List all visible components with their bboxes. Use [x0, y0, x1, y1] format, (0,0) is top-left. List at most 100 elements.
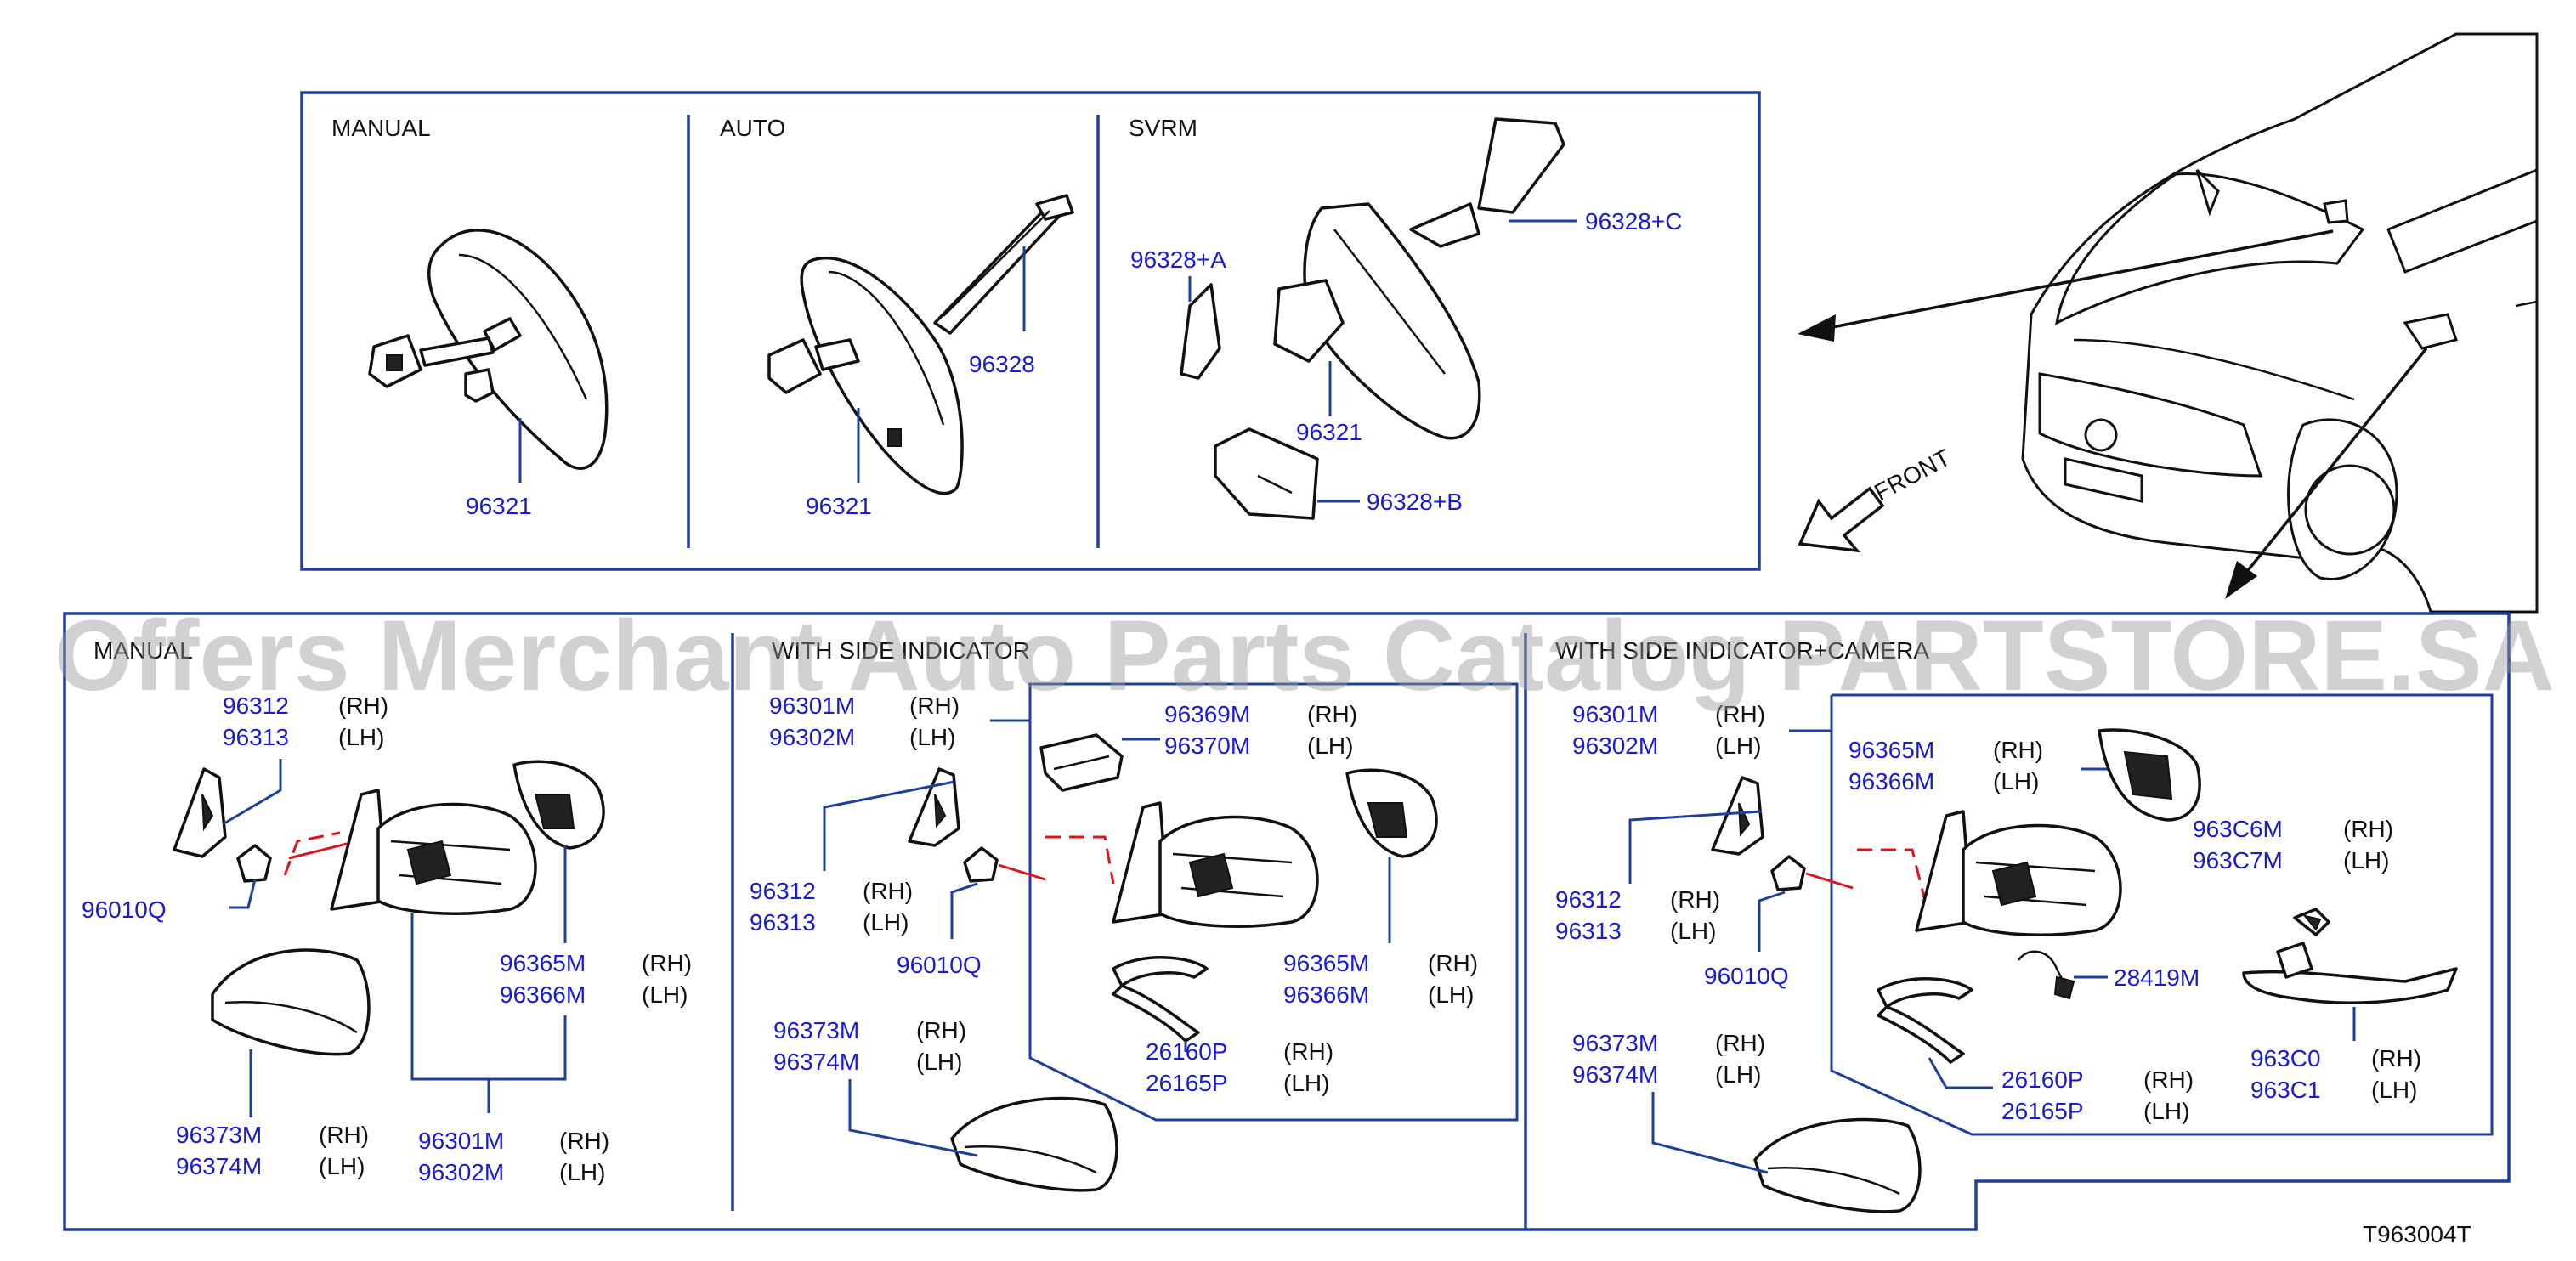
- part-963C1: 963C1: [2250, 1077, 2321, 1103]
- svrm-mirror-drawing: [1180, 117, 1565, 520]
- side-rh: (RH): [559, 1128, 609, 1154]
- part-96313: 96313: [223, 724, 289, 750]
- side-lh: (LH): [863, 909, 909, 936]
- part-96302M: 96302M: [418, 1159, 504, 1185]
- leader-line: [1628, 810, 1763, 884]
- part-96313: 96313: [1555, 918, 1622, 944]
- leader-line: [222, 759, 282, 826]
- manual-inside-mirror-drawing: [368, 229, 609, 470]
- section-title-manual: MANUAL: [331, 115, 431, 141]
- leader-line: [848, 1079, 978, 1157]
- leader-line: [1928, 1057, 1993, 1089]
- leader-line: [1758, 891, 1786, 952]
- part-number-96321-svrm: 96321: [1296, 419, 1362, 445]
- side-rh: (RH): [1307, 701, 1357, 727]
- section-title-auto: AUTO: [720, 115, 785, 141]
- side-rh: (RH): [642, 950, 692, 976]
- part-96365M: 96365M: [1283, 950, 1369, 976]
- side-rh: (RH): [1670, 886, 1720, 913]
- part-number-96328-auto: 96328: [969, 351, 1035, 377]
- part-96374M: 96374M: [176, 1153, 262, 1179]
- front-label: FRONT: [1870, 444, 1955, 506]
- part-963C0: 963C0: [2250, 1045, 2321, 1072]
- part-96365M: 96365M: [500, 950, 586, 976]
- side-rh: (RH): [1283, 1038, 1333, 1065]
- section-title-side-indicator-camera: WITH SIDE INDICATOR+CAMERA: [1555, 637, 1929, 664]
- front-direction-indicator: FRONT: [1798, 444, 1955, 553]
- side-lh: (LH): [1428, 981, 1474, 1008]
- side-lh: (LH): [1307, 732, 1353, 759]
- side-lh: (LH): [559, 1159, 605, 1185]
- part-96301M: 96301M: [769, 693, 855, 719]
- arrow-head: [1798, 314, 1836, 342]
- indicator-subassembly-frame: [1028, 682, 1519, 1122]
- part-number-96328B: 96328+B: [1367, 489, 1463, 515]
- side-lh: (LH): [2143, 1098, 2189, 1124]
- part-96373M: 96373M: [773, 1017, 859, 1043]
- part-963C7M: 963C7M: [2193, 847, 2283, 874]
- camera-subassembly-frame: [1830, 693, 2494, 1136]
- part-26160P: 26160P: [1146, 1038, 1228, 1065]
- part-96369M: 96369M: [1164, 701, 1250, 727]
- diagram-code: T963004T: [2363, 1221, 2471, 1247]
- part-96302M: 96302M: [769, 724, 855, 750]
- side-lh: (LH): [909, 724, 955, 750]
- part-96302M: 96302M: [1572, 732, 1658, 759]
- watermark-text: Offers Merchant Auto Parts Catalog PARTS…: [54, 600, 2555, 712]
- side-lh: (LH): [642, 981, 688, 1008]
- door-mirror-panel: MANUAL WITH SIDE INDICATOR WITH SIDE IND…: [63, 612, 2511, 1231]
- side-lh: (LH): [1993, 768, 2039, 794]
- part-96312: 96312: [1555, 886, 1622, 913]
- side-rh: (RH): [338, 693, 388, 719]
- door-mirror-frame: [63, 612, 2511, 1231]
- part-96301M: 96301M: [1572, 701, 1658, 727]
- inside-mirror-panel: MANUAL AUTO SVRM 96321 96328: [300, 91, 1761, 571]
- side-rh: (RH): [319, 1122, 369, 1148]
- side-lh: (LH): [1715, 732, 1761, 759]
- side-rh: (RH): [1993, 737, 2043, 763]
- side-rh: (RH): [863, 878, 913, 904]
- part-26160P: 26160P: [2001, 1066, 2084, 1093]
- part-26165P: 26165P: [1146, 1070, 1228, 1096]
- vehicle-drawing: [2021, 32, 2539, 614]
- indicator-door-mirror-drawing: [908, 733, 1438, 1192]
- part-96010Q: 96010Q: [82, 896, 167, 923]
- arrow-to-inside-mirror: [1809, 229, 2334, 333]
- part-96373M: 96373M: [1572, 1030, 1658, 1056]
- side-rh: (RH): [909, 693, 960, 719]
- side-rh: (RH): [2343, 816, 2393, 842]
- side-lh: (LH): [916, 1049, 962, 1075]
- side-lh: (LH): [338, 724, 384, 750]
- side-rh: (RH): [1715, 1030, 1765, 1056]
- part-96366M: 96366M: [1848, 768, 1934, 794]
- part-96301M: 96301M: [418, 1128, 504, 1154]
- part-26165P: 26165P: [2001, 1098, 2084, 1124]
- side-lh: (LH): [2371, 1077, 2417, 1103]
- part-number-96321-auto: 96321: [806, 493, 872, 519]
- part-96312: 96312: [223, 693, 289, 719]
- part-96010Q: 96010Q: [1704, 963, 1789, 989]
- leader-line: [950, 882, 978, 939]
- arrow-head: [2225, 561, 2257, 599]
- manual-door-mirror-drawing: [173, 760, 605, 1056]
- part-96313: 96313: [750, 909, 816, 936]
- part-number-96328C: 96328+C: [1585, 208, 1682, 235]
- side-rh: (RH): [1428, 950, 1478, 976]
- section-title-svrm: SVRM: [1129, 115, 1197, 141]
- side-rh: (RH): [2371, 1045, 2421, 1072]
- part-963C6M: 963C6M: [2193, 816, 2283, 842]
- leader-line: [229, 879, 257, 909]
- part-96373M: 96373M: [176, 1122, 262, 1148]
- leader-line: [823, 780, 955, 871]
- part-28419M: 28419M: [2114, 964, 2200, 991]
- side-lh: (LH): [1715, 1061, 1761, 1088]
- side-lh: (LH): [319, 1153, 365, 1179]
- part-96366M: 96366M: [1283, 981, 1369, 1008]
- part-96374M: 96374M: [1572, 1061, 1658, 1088]
- side-rh: (RH): [1715, 701, 1765, 727]
- part-96374M: 96374M: [773, 1049, 859, 1075]
- part-96312: 96312: [750, 878, 816, 904]
- camera-door-mirror-drawing: [1711, 728, 2458, 1213]
- arrow-to-door-mirror: [2233, 347, 2428, 588]
- inside-mirror-frame: [300, 91, 1761, 571]
